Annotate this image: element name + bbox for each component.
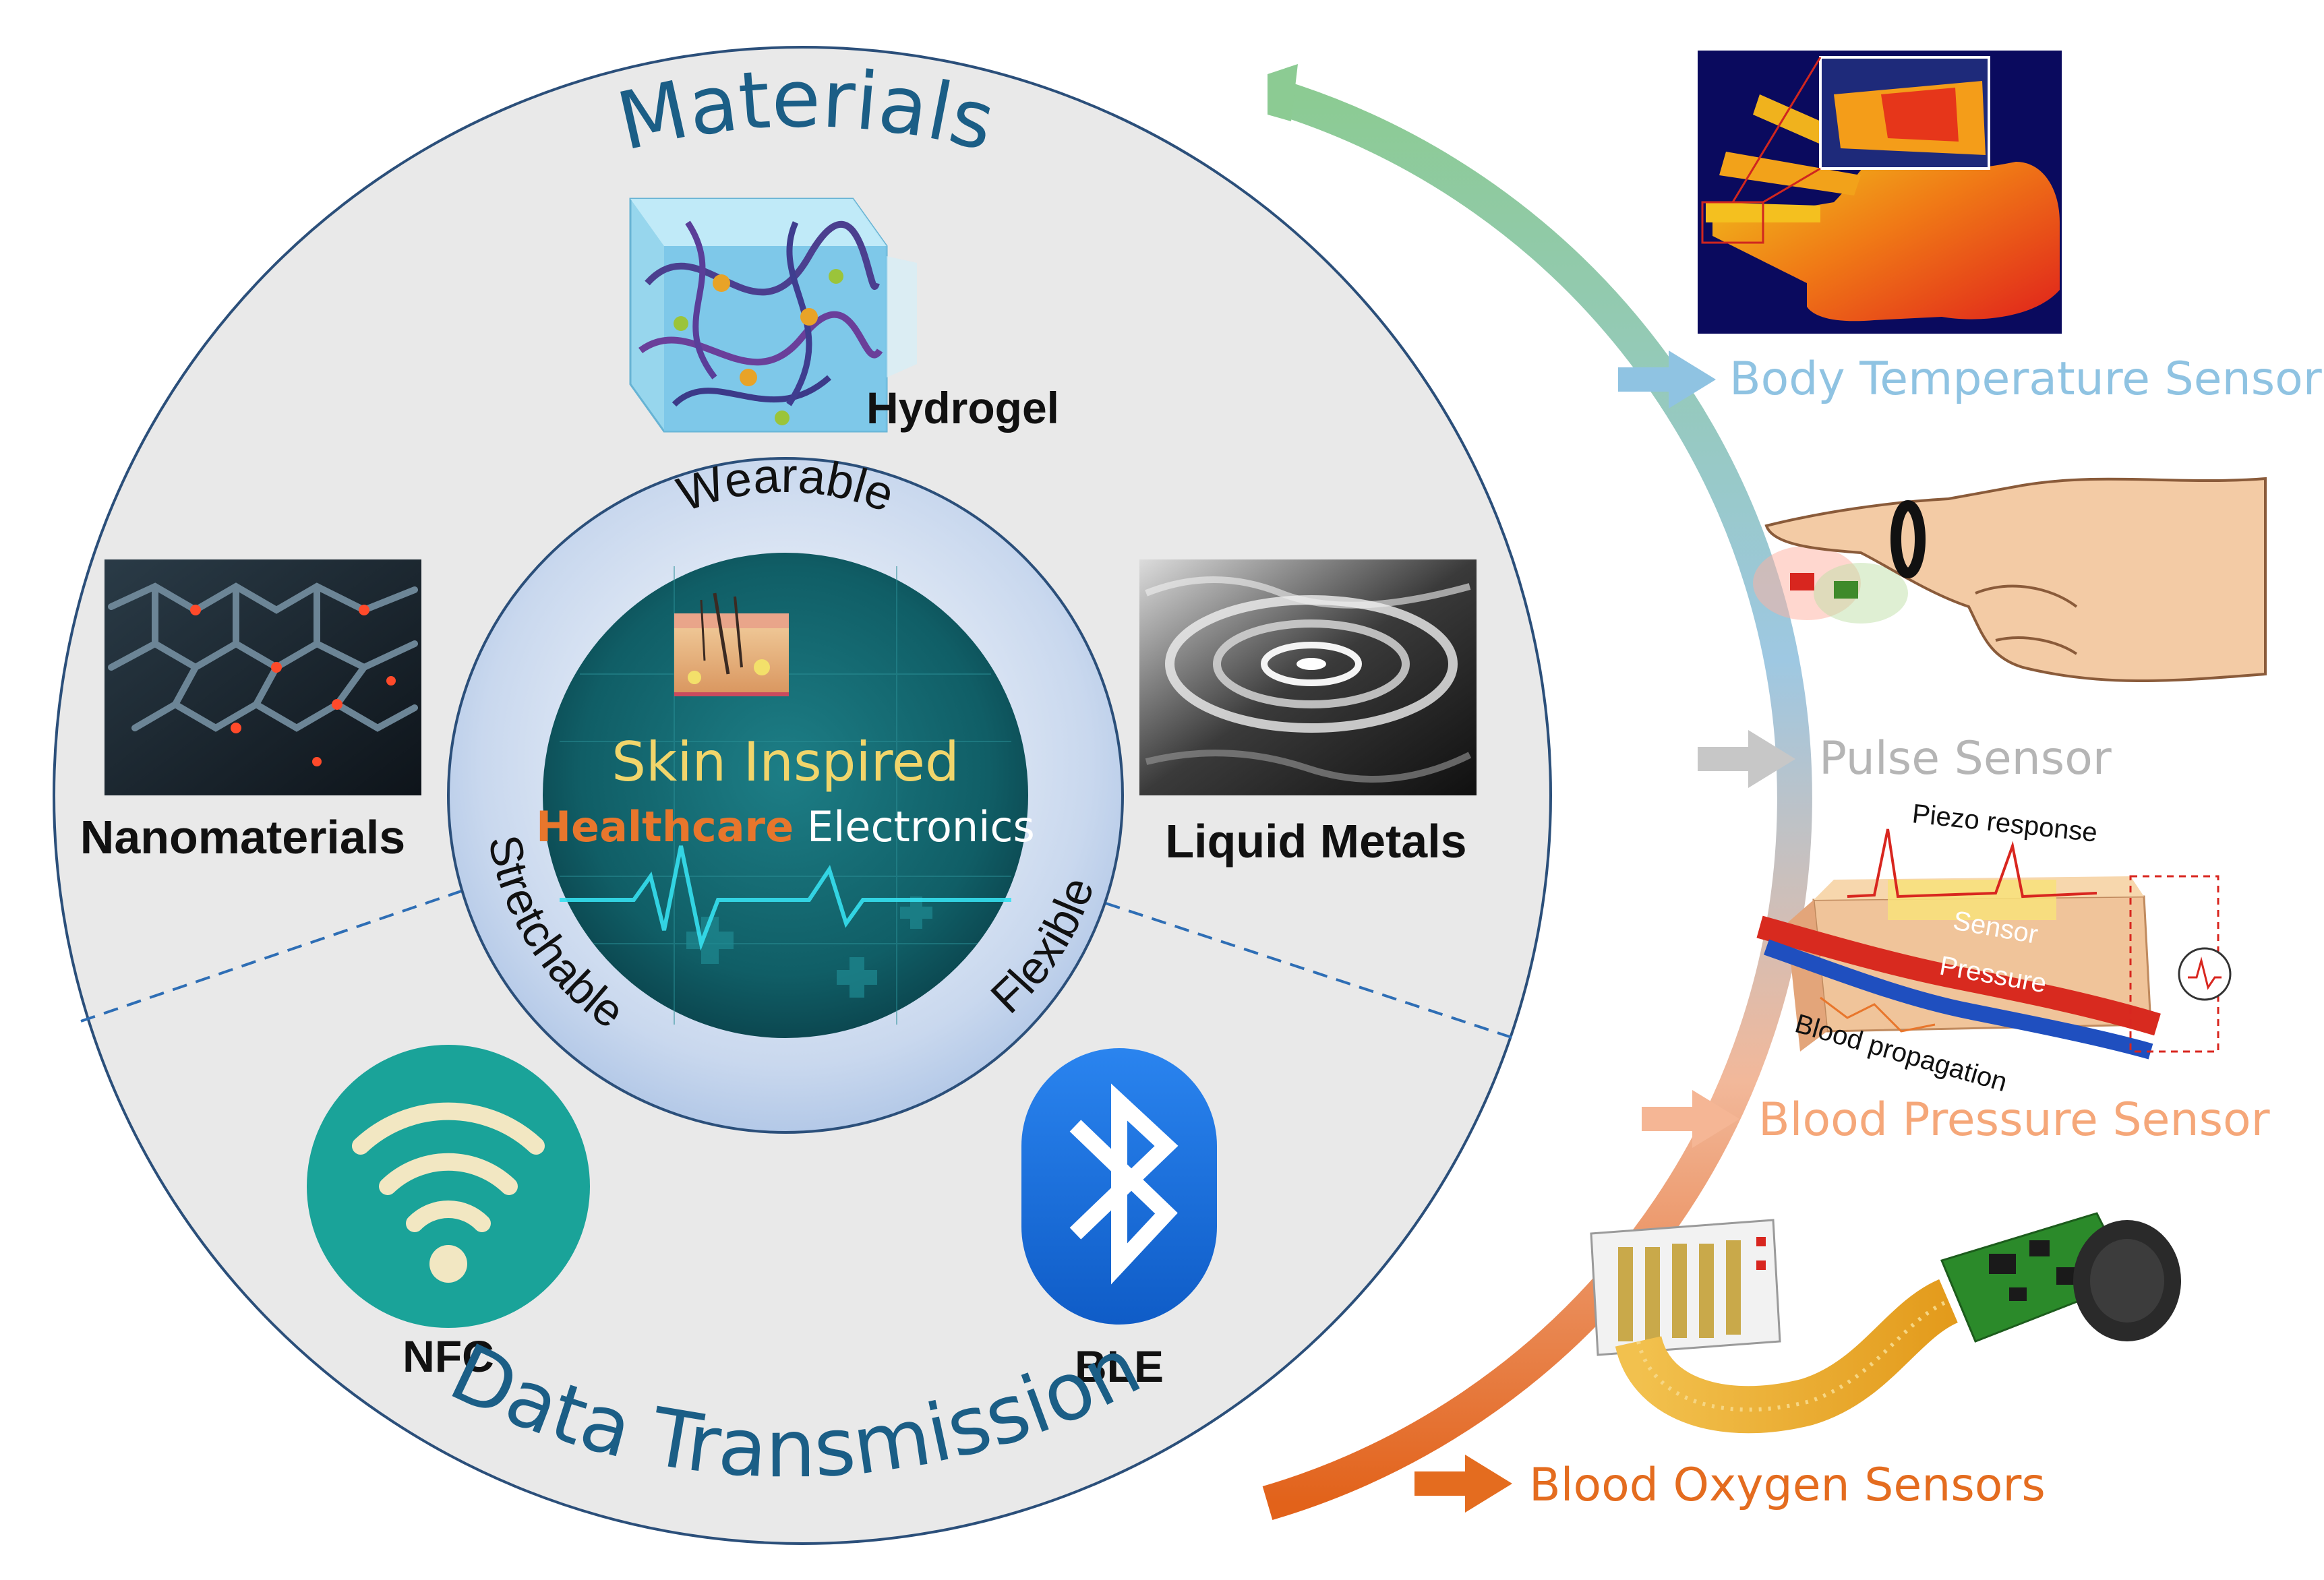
heartbeat-line bbox=[560, 845, 1011, 951]
blood-oxygen-image bbox=[1590, 1212, 2181, 1434]
sensor-label-oxygen: Blood Oxygen Sensors bbox=[1529, 1459, 2046, 1512]
core-title-space bbox=[794, 802, 807, 851]
core-title-line2: Healthcare Electronics bbox=[536, 802, 1035, 851]
sensor-label-pressure: Blood Pressure Sensor bbox=[1758, 1093, 2270, 1147]
core-title-line1: Skin Inspired bbox=[612, 731, 959, 793]
hydrogel-image bbox=[629, 198, 917, 433]
hydrogel-label: Hydrogel bbox=[866, 383, 1059, 433]
divider-left bbox=[80, 888, 466, 1023]
temperature-arrow-icon bbox=[1618, 351, 1716, 408]
medical-cross-icon bbox=[686, 897, 932, 998]
arc-tip-top bbox=[1268, 64, 1298, 121]
pressure-arrow-icon bbox=[1642, 1090, 1739, 1148]
nfc-label: NFC bbox=[403, 1331, 494, 1381]
core-grid bbox=[560, 566, 1011, 1025]
liquid-metals-image bbox=[1139, 559, 1477, 795]
finger-pulse-image bbox=[1753, 477, 2267, 682]
oxygen-arrow-icon bbox=[1414, 1455, 1512, 1513]
core-title-rest: Electronics bbox=[807, 802, 1035, 851]
skin-cross-section-icon bbox=[674, 592, 789, 696]
core-title-accent: Healthcare bbox=[536, 802, 794, 851]
nanomaterials-label: Nanomaterials bbox=[80, 811, 405, 863]
nfc-icon bbox=[307, 1045, 590, 1328]
pulse-arrow-icon bbox=[1698, 730, 1795, 788]
sensor-label-temperature: Body Temperature Sensor bbox=[1729, 353, 2322, 406]
bluetooth-icon bbox=[1021, 1048, 1217, 1325]
nanomaterials-image bbox=[105, 559, 421, 795]
ble-label: BLE bbox=[1075, 1341, 1164, 1391]
gradient-arc bbox=[1262, 81, 1812, 1520]
blood-pressure-image bbox=[1756, 828, 2232, 1060]
sensor-label-pulse: Pulse Sensor bbox=[1819, 732, 2112, 785]
bp-label-piezo: Piezo response bbox=[1911, 799, 2099, 848]
liquid-metals-label: Liquid Metals bbox=[1165, 815, 1466, 868]
thermal-hand-image bbox=[1698, 51, 2062, 334]
